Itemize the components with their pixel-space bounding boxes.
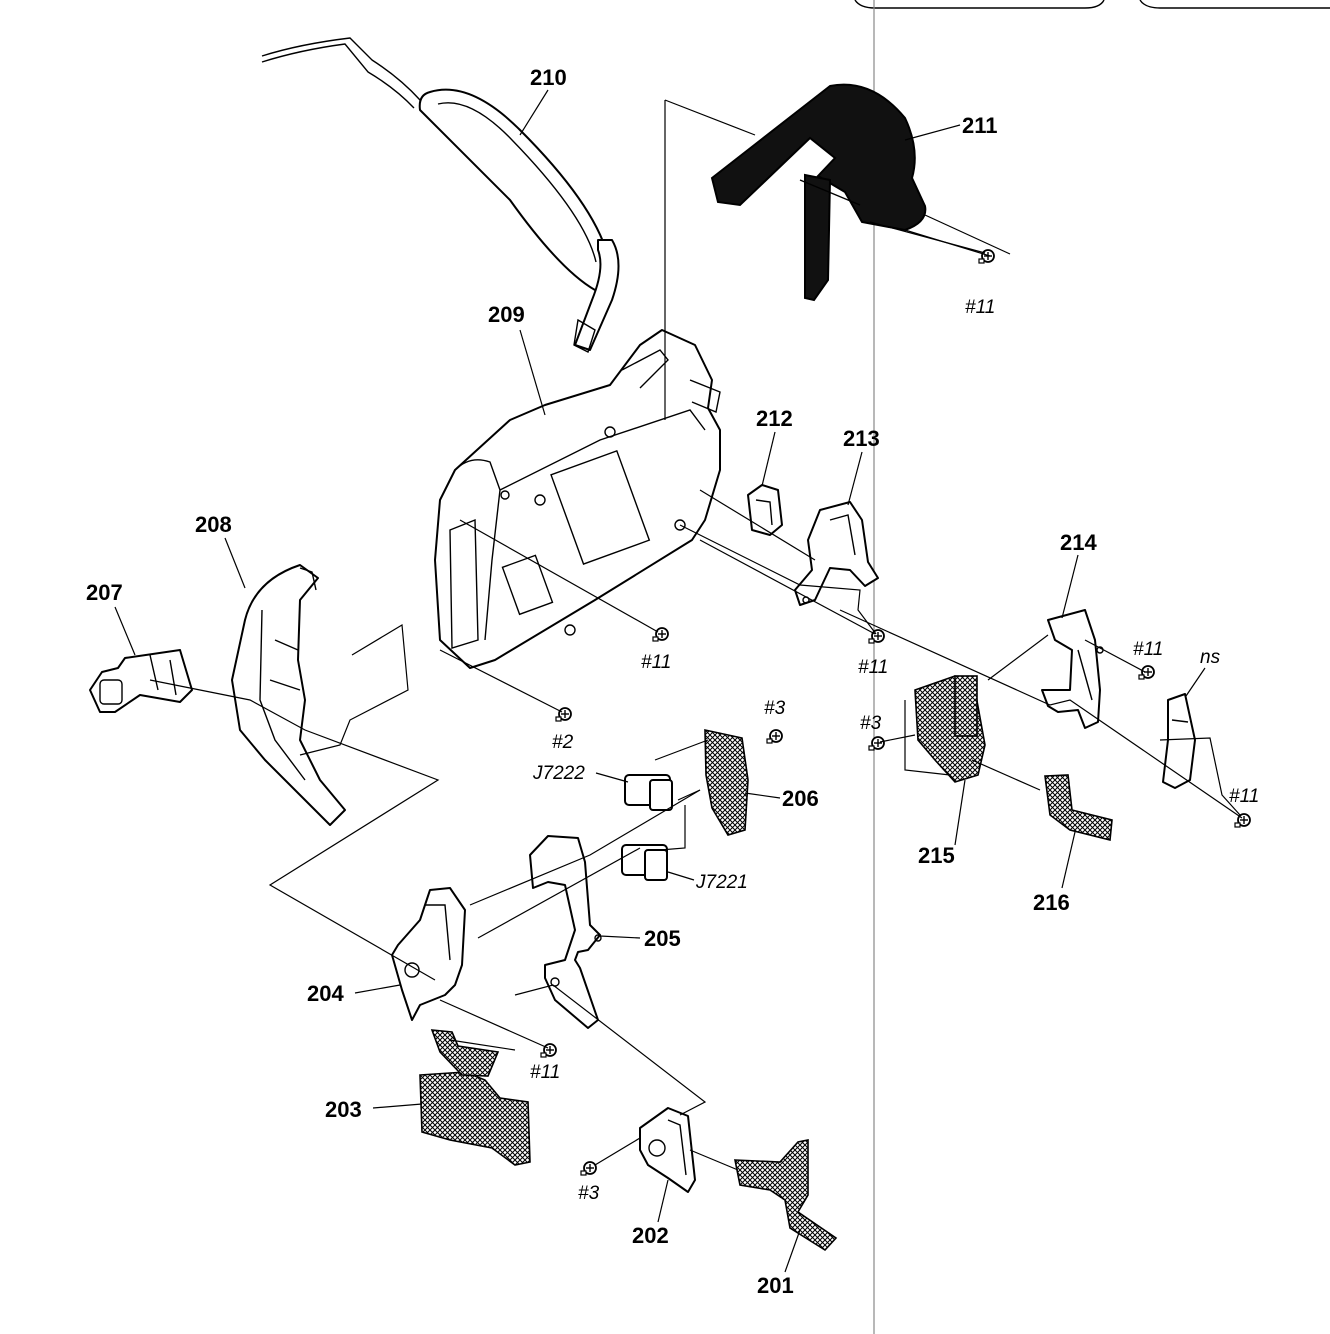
ns-label: ns: [1200, 647, 1221, 668]
part-label-204: 204: [307, 981, 344, 1006]
right-bracket-part: [1041, 609, 1104, 729]
screw-icon: [868, 736, 885, 751]
screw-label-2: #2: [552, 732, 574, 753]
part-label-205: 205: [644, 926, 681, 951]
part-label-210: 210: [530, 65, 567, 90]
part-label-203: 203: [325, 1097, 362, 1122]
connector-label-j7221: J7221: [695, 872, 748, 893]
screw-icon: [580, 1161, 597, 1176]
part-label-213: 213: [843, 426, 880, 451]
part-label-209: 209: [488, 302, 525, 327]
screw-label-11: #11: [641, 652, 671, 673]
part-label-214: 214: [1060, 530, 1097, 555]
ns-bracket-part: [1162, 693, 1196, 789]
top-cover-part: [710, 83, 927, 302]
screw-icon: [766, 729, 783, 744]
part-label-216: 216: [1033, 890, 1070, 915]
part-label-211: 211: [962, 113, 998, 138]
circuit-board-203: [419, 1029, 531, 1166]
connector-j7222: [624, 774, 673, 811]
screw-label-11: #11: [530, 1062, 560, 1083]
screw-label-11: #11: [858, 657, 888, 678]
side-bracket-part: [89, 649, 193, 713]
small-clip-part: [747, 484, 783, 536]
grip-frame-part: [231, 564, 346, 826]
screw-label-11: #11: [965, 297, 995, 318]
connector-label-j7222: J7222: [532, 763, 585, 784]
part-label-206: 206: [782, 786, 819, 811]
part-label-212: 212: [756, 406, 793, 431]
screw-label-3: #3: [764, 698, 786, 719]
connector-j7221: [621, 844, 668, 881]
circuit-board-215: [914, 675, 986, 783]
screw-label-3: #3: [578, 1183, 600, 1204]
part-label-215: 215: [918, 843, 955, 868]
top-frame-edge: [854, 0, 1330, 9]
lower-bracket-part: [391, 887, 466, 1021]
circuit-board-206: [704, 729, 749, 836]
part-label-208: 208: [195, 512, 232, 537]
hand-strap-part: [261, 37, 620, 353]
part-label-201: 201: [757, 1273, 794, 1298]
main-chassis-part: [434, 329, 721, 669]
jack-bracket-part: [639, 1107, 696, 1193]
flex-cable-201: [734, 1139, 838, 1252]
guide-lines: [149, 99, 1243, 1171]
screw-label-11: #11: [1229, 786, 1259, 807]
part-label-202: 202: [632, 1223, 669, 1248]
screw-label-11: #11: [1133, 639, 1163, 660]
screw-icon: [1234, 813, 1251, 828]
hinge-bracket-part: [794, 501, 879, 606]
screw-icon: [1138, 665, 1155, 680]
flex-cable-216: [1044, 774, 1113, 842]
part-label-207: 207: [86, 580, 123, 605]
screw-label-3: #3: [860, 713, 882, 734]
